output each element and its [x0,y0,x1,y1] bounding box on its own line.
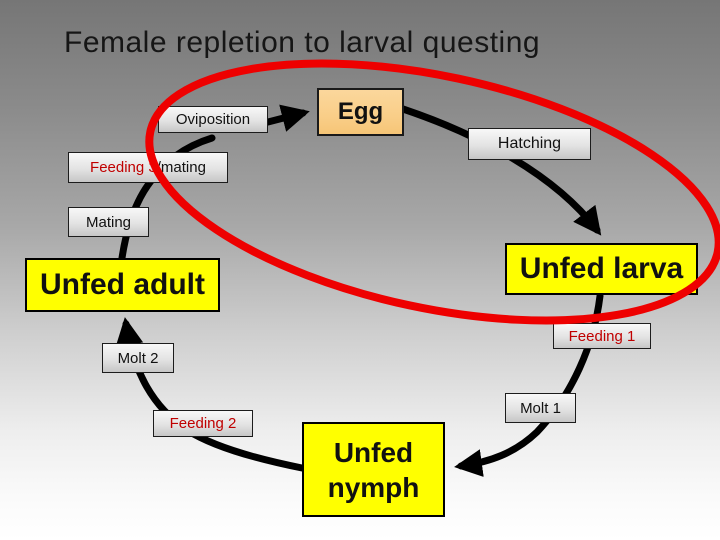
node-unfed-nymph-line1: Unfed [333,436,414,468]
node-molt-1-label: Molt 1 [520,399,561,417]
node-hatching: Hatching [468,128,591,160]
node-mating-label: Mating [85,213,132,231]
node-oviposition: Oviposition [158,106,268,133]
highlight-ellipse [145,59,720,325]
node-unfed-larva: Unfed larva [505,243,698,295]
node-feeding-3-red-part: Feeding 3 [90,159,157,176]
node-unfed-larva-label: Unfed larva [519,252,684,285]
node-hatching-label: Hatching [497,135,562,152]
page-title: Female repletion to larval questing [64,26,541,59]
arrow-unfed-larva-to-unfed-nymph [454,292,604,477]
node-feeding-3: Feeding 3/mating [68,152,228,183]
node-mating: Mating [68,207,149,237]
node-unfed-nymph-label: Unfed nymph [328,435,420,505]
node-oviposition-label: Oviposition [175,111,251,128]
node-feeding-1: Feeding 1 [553,323,651,349]
node-unfed-adult-label: Unfed adult [40,268,205,301]
node-egg: Egg [317,88,404,136]
arrow-oviposition-to-egg [264,104,310,132]
node-feeding-1-label: Feeding 1 [568,327,636,345]
node-feeding-3-label: Feeding 3/mating [90,159,206,176]
node-unfed-nymph: Unfed nymph [302,422,445,517]
node-unfed-adult: Unfed adult [25,258,220,312]
node-feeding-3-black-part: /mating [156,159,206,176]
node-molt-2: Molt 2 [102,343,174,373]
node-feeding-2: Feeding 2 [153,410,253,437]
node-molt-2-label: Molt 2 [117,349,159,367]
node-molt-1: Molt 1 [505,393,576,423]
node-feeding-2-label: Feeding 2 [169,415,237,432]
node-egg-label: Egg [337,98,384,125]
node-unfed-nymph-line2: nymph [327,471,420,503]
